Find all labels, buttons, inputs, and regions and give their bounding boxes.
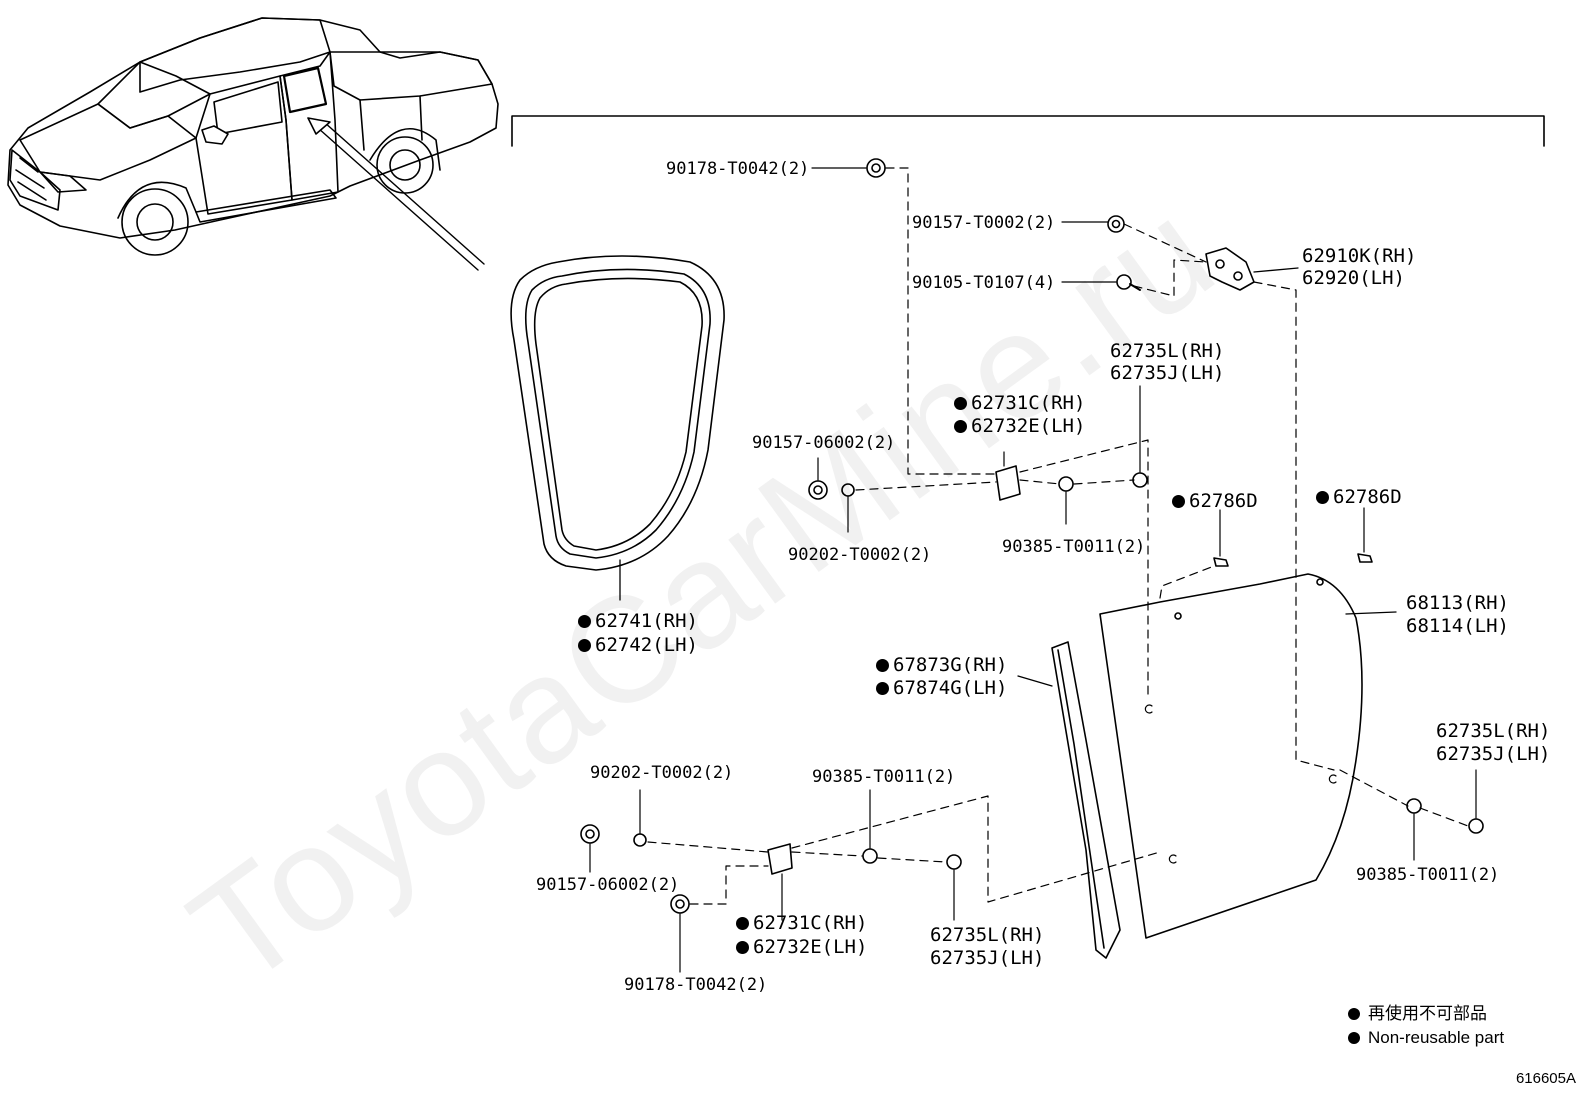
label-62735j-top: 62735J(LH): [1110, 362, 1225, 384]
run-channel-part: [1017, 641, 1121, 959]
label-62735l-right: 62735L(RH): [1436, 720, 1551, 742]
label-62732e-bottom: 62732E(LH): [736, 936, 867, 959]
fasteners: [580, 158, 1484, 973]
label-text: 67873G(RH): [893, 654, 1008, 676]
non-reusable-dot-icon: [736, 941, 749, 954]
label-90202-t0002-bottom: 90202-T0002(2): [590, 763, 734, 783]
non-reusable-dot-icon: [578, 615, 591, 628]
label-text: 62732E(LH): [971, 415, 1086, 437]
non-reusable-dot-icon: [1172, 495, 1185, 508]
non-reusable-dot-icon: [954, 397, 967, 410]
non-reusable-dot-icon: [876, 682, 889, 695]
label-62735j-bottom: 62735J(LH): [930, 947, 1045, 969]
label-text: 62741(RH): [595, 610, 698, 632]
non-reusable-dot-icon: [578, 639, 591, 652]
label-62731c-bottom: 62731C(RH): [736, 912, 867, 935]
non-reusable-dot-icon: [1348, 1032, 1360, 1044]
label-90105-t0107: 90105-T0107(4): [912, 273, 1056, 293]
legend: 再使用不可部品 Non-reusable part: [1348, 1002, 1504, 1050]
legend-text: Non-reusable part: [1368, 1028, 1505, 1047]
label-90157-06002-bottom: 90157-06002(2): [536, 875, 680, 895]
label-90385-t0011-bottom: 90385-T0011(2): [812, 767, 956, 787]
hinge-part: [1205, 247, 1299, 291]
label-62786d-right: 62786D: [1316, 486, 1402, 509]
label-text: 62742(LH): [595, 634, 698, 656]
label-67873g: 67873G(RH): [876, 654, 1007, 677]
legend-text: 再使用不可部品: [1368, 1004, 1487, 1023]
clip-markers: [1144, 704, 1337, 864]
non-reusable-dot-icon: [1316, 491, 1329, 504]
label-62741: 62741(RH): [578, 610, 698, 633]
non-reusable-dot-icon: [876, 659, 889, 672]
label-62786d-left: 62786D: [1172, 490, 1258, 513]
label-68114: 68114(LH): [1406, 615, 1509, 637]
label-90178-t0042-bottom: 90178-T0042(2): [624, 975, 768, 995]
diagram-code: 616605A: [1515, 1070, 1576, 1087]
label-text: 62731C(RH): [971, 392, 1086, 414]
label-68113: 68113(RH): [1406, 592, 1509, 614]
label-62735l-bottom: 62735L(RH): [930, 924, 1045, 946]
non-reusable-dot-icon: [1348, 1008, 1360, 1020]
label-62732e-top: 62732E(LH): [954, 415, 1085, 438]
label-90157-t0002: 90157-T0002(2): [912, 213, 1056, 233]
truck-illustration: [7, 17, 499, 271]
label-text: 62786D: [1189, 490, 1258, 512]
label-90178-t0042-top: 90178-T0042(2): [666, 159, 810, 179]
non-reusable-dot-icon: [954, 420, 967, 433]
label-90202-t0002-top: 90202-T0002(2): [788, 545, 932, 565]
assembly-dashed-lines: [647, 167, 1469, 905]
group-bracket: [511, 115, 1545, 147]
label-62735j-right: 62735J(LH): [1436, 743, 1551, 765]
label-62920: 62920(LH): [1302, 267, 1405, 289]
non-reusable-dot-icon: [736, 917, 749, 930]
label-text: 67874G(LH): [893, 677, 1008, 699]
label-62735l-top: 62735L(RH): [1110, 340, 1225, 362]
label-62742: 62742(LH): [578, 634, 698, 657]
label-text: 62732E(LH): [753, 936, 868, 958]
legend-row-japanese: 再使用不可部品: [1348, 1002, 1504, 1026]
door-glass-part: [1099, 573, 1397, 939]
label-90385-t0011-mid: 90385-T0011(2): [1002, 537, 1146, 557]
weatherstrip-part: [510, 255, 725, 601]
label-67874g: 67874G(LH): [876, 677, 1007, 700]
label-62731c-top: 62731C(RH): [954, 392, 1085, 415]
label-90157-06002-top: 90157-06002(2): [752, 433, 896, 453]
label-text: 62786D: [1333, 486, 1402, 508]
label-90385-t0011-right: 90385-T0011(2): [1356, 865, 1500, 885]
label-text: 62731C(RH): [753, 912, 868, 934]
label-62910k: 62910K(RH): [1302, 245, 1417, 267]
legend-row-english: Non-reusable part: [1348, 1026, 1504, 1050]
